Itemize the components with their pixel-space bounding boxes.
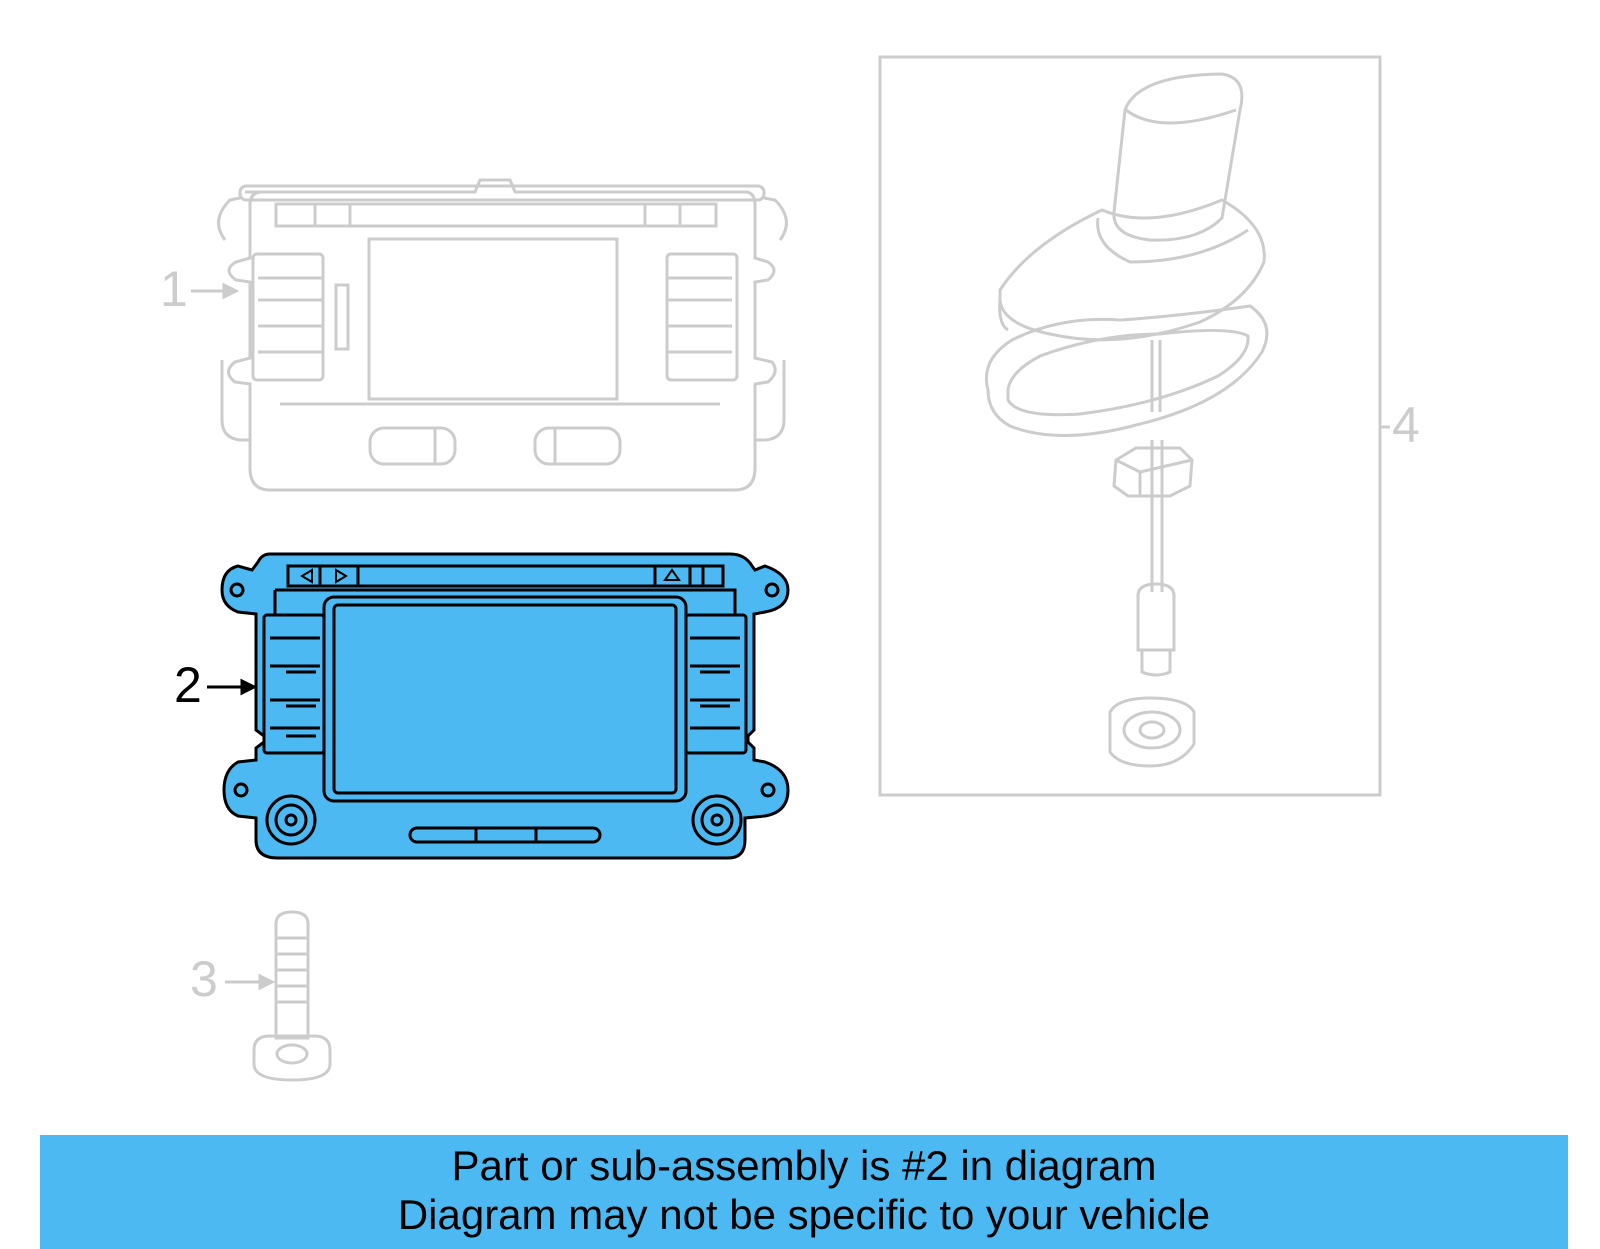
callout-1: 1 bbox=[160, 261, 188, 317]
callout-3-arrow bbox=[225, 973, 276, 991]
disclaimer-banner: Part or sub-assembly is #2 in diagram Di… bbox=[40, 1135, 1568, 1249]
part-3-bolt bbox=[252, 910, 332, 1082]
callout-1-arrow bbox=[191, 282, 240, 300]
part-2-radio-unit[interactable] bbox=[220, 552, 790, 860]
triangle-right-icon bbox=[335, 568, 348, 584]
banner-line-2: Diagram may not be specific to your vehi… bbox=[397, 1191, 1211, 1238]
part-1-radio-unit bbox=[217, 178, 788, 492]
banner-line-1: Part or sub-assembly is #2 in diagram bbox=[451, 1142, 1157, 1189]
part-4-antenna-assembly bbox=[878, 55, 1382, 797]
diagram-canvas: 1 bbox=[160, 55, 1420, 1082]
triangle-left-icon bbox=[300, 568, 313, 584]
callout-3: 3 bbox=[190, 951, 218, 1007]
callout-4: 4 bbox=[1392, 397, 1420, 453]
callout-2-arrow bbox=[207, 678, 258, 696]
callout-2: 2 bbox=[174, 657, 202, 713]
eject-icon bbox=[663, 568, 681, 581]
